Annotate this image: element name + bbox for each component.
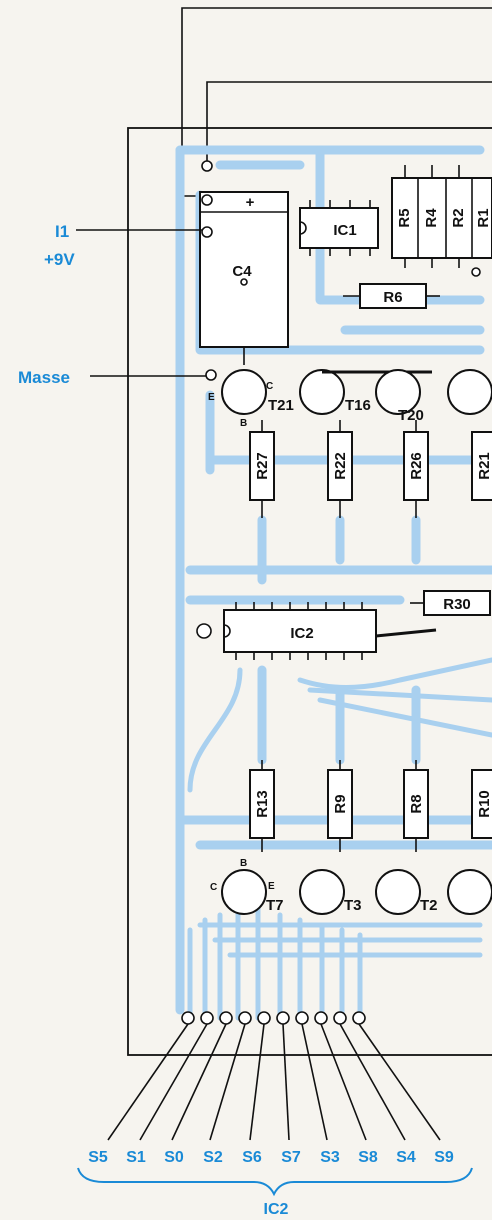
transistor-t2[interactable]: T2	[375, 869, 438, 915]
pin-label: S3	[320, 1149, 340, 1166]
resistor-r6[interactable]: R6	[343, 283, 440, 309]
pin-label: S9	[434, 1149, 454, 1166]
pin-label: S6	[242, 1149, 262, 1166]
ic2-label: IC2	[290, 625, 313, 642]
transistor-t21[interactable]: E C B T21	[205, 369, 294, 429]
t7-b-letter: B	[240, 858, 247, 869]
capacitor-c4[interactable]: + C4	[199, 160, 289, 365]
ic2-chip[interactable]: IC2	[196, 602, 437, 660]
transistor-partial-top[interactable]	[447, 369, 492, 415]
r1-label: R1	[475, 208, 492, 227]
transistor-t16[interactable]: T16	[299, 369, 432, 415]
pin-label: S1	[126, 1149, 146, 1166]
r30-label: R30	[443, 596, 471, 613]
r5-label: R5	[396, 208, 413, 227]
r4-label: R4	[423, 208, 440, 228]
connector-pin-labels: S5 S1 S0 S2 S6 S7 S3 S8 S4 S9	[88, 1149, 454, 1166]
resistor-r22[interactable]: R22	[327, 420, 353, 518]
resistor-r27[interactable]: R27	[249, 420, 275, 518]
pin-label: S7	[281, 1149, 301, 1166]
ic1-chip[interactable]: IC1	[299, 200, 379, 256]
external-labels: I1 +9V Masse	[18, 222, 206, 387]
resistor-r8[interactable]: R8	[403, 760, 429, 852]
resistor-r13[interactable]: R13	[249, 760, 275, 852]
connector-group-label: IC2	[264, 1201, 289, 1218]
pin-label: S0	[164, 1149, 184, 1166]
transistor-t3[interactable]: T3	[299, 869, 362, 915]
t21-b-letter: B	[240, 418, 247, 429]
r13-label: R13	[254, 790, 271, 818]
r26-label: R26	[408, 452, 425, 480]
resistor-r9[interactable]: R9	[327, 760, 353, 852]
resistor-r30[interactable]: R30	[410, 590, 491, 616]
transistor-t7[interactable]: C E B T7	[210, 858, 284, 915]
v9-label: +9V	[44, 250, 75, 269]
r2-label: R2	[450, 208, 467, 227]
r9-label: R9	[332, 794, 349, 813]
pin-label: S4	[396, 1149, 416, 1166]
resistor-r10[interactable]: R10	[471, 769, 492, 839]
c4-label: C4	[232, 263, 252, 280]
ic1-label: IC1	[333, 222, 356, 239]
r10-label: R10	[476, 790, 492, 818]
t21-e-letter: E	[208, 392, 215, 403]
t21-label: T21	[268, 397, 294, 414]
t7-label: T7	[266, 897, 284, 914]
t2-label: T2	[420, 897, 438, 914]
pin-label: S8	[358, 1149, 378, 1166]
board-outline	[127, 127, 492, 1056]
transistor-t20[interactable]: T20	[375, 369, 424, 424]
c4-plus-sign: +	[246, 194, 255, 211]
r27-label: R27	[254, 452, 271, 480]
resistor-r26[interactable]: R26	[403, 420, 429, 518]
r8-label: R8	[408, 794, 425, 813]
connector-brace	[77, 1167, 473, 1197]
connector-pads[interactable]	[181, 1011, 366, 1025]
supply-wires	[181, 7, 492, 197]
t7-e-letter: E	[268, 881, 275, 892]
t16-label: T16	[345, 397, 371, 414]
transistor-partial-bottom[interactable]	[447, 869, 492, 915]
masse-label: Masse	[18, 368, 70, 387]
t20-label: T20	[398, 407, 424, 424]
pin-label: S5	[88, 1149, 108, 1166]
pin-label: S2	[203, 1149, 223, 1166]
resistor-array-top[interactable]: R5 R4 R2 R1	[391, 165, 492, 277]
r22-label: R22	[332, 452, 349, 480]
t7-c-letter: C	[210, 882, 217, 893]
r21-label: R21	[476, 452, 492, 480]
connector-fanout-wires	[107, 1023, 441, 1141]
i1-label: I1	[55, 222, 69, 241]
r6-label: R6	[383, 289, 402, 306]
t21-c-letter: C	[266, 381, 273, 392]
t3-label: T3	[344, 897, 362, 914]
resistor-r21[interactable]: R21	[471, 431, 492, 501]
